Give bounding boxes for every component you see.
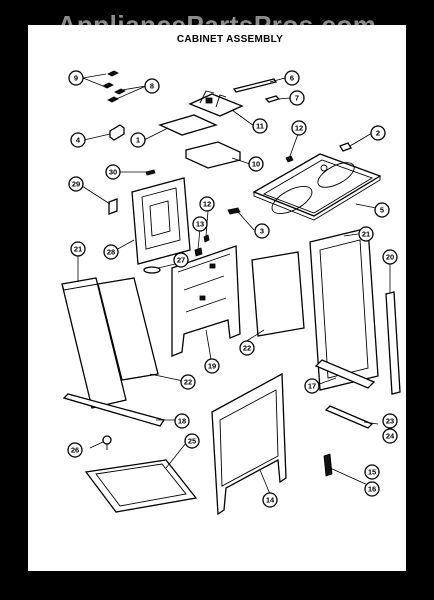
callout-label: 21	[74, 245, 82, 254]
callout-19: 19	[204, 358, 220, 374]
callout-26: 26	[67, 442, 83, 458]
part-7-pad	[264, 95, 281, 103]
callout-label: 20	[386, 253, 394, 262]
part-12-clip	[285, 155, 294, 163]
part-13-clip	[194, 247, 203, 257]
part-12-clip-lower	[203, 234, 210, 243]
callout-label: 24	[386, 432, 395, 441]
part-26-leveling-foot	[102, 435, 112, 450]
callout-label: 7	[295, 94, 299, 103]
callout-24: 24	[382, 428, 398, 444]
callout-6: 6	[284, 70, 300, 86]
callout-17: 17	[304, 378, 320, 394]
callout-23: 23	[382, 413, 398, 429]
callout-label: 26	[71, 446, 79, 455]
callout-label: 1	[136, 136, 140, 145]
part-28-frame	[131, 177, 191, 265]
callout-label: 3	[260, 227, 264, 236]
part-11-hinge	[188, 90, 244, 117]
callout-label: 9	[74, 74, 78, 83]
part-30-screw	[145, 169, 156, 176]
part-1-plate	[158, 114, 218, 136]
callout-label: 25	[188, 437, 196, 446]
part-10-bracket	[185, 141, 241, 169]
callout-22-right: 22	[239, 340, 255, 356]
callout-label: 2	[376, 129, 380, 138]
callout-29: 29	[68, 176, 84, 192]
callout-13: 13	[192, 216, 208, 232]
part-21-right-side-panel	[309, 227, 379, 391]
callout-label: 10	[252, 160, 260, 169]
callout-label: 28	[107, 248, 115, 257]
callout-label: 23	[386, 417, 394, 426]
leader-lines	[77, 73, 391, 495]
callout-2: 2	[370, 125, 386, 141]
callout-9: 9	[68, 70, 84, 86]
part-3-clip	[227, 207, 241, 215]
callout-15: 15	[364, 464, 380, 480]
callout-14: 14	[262, 492, 278, 508]
part-29-bracket	[108, 198, 118, 215]
callout-label: 17	[308, 382, 316, 391]
callout-25: 25	[184, 433, 200, 449]
part-25-drawer-pan	[84, 459, 198, 513]
part-21-left-side-panel	[61, 277, 127, 409]
callout-label: 15	[368, 468, 376, 477]
part-19-back-panel	[171, 245, 241, 357]
part-15-16-hinge	[323, 453, 333, 477]
callout-5: 5	[374, 202, 390, 218]
callout-27: 27	[173, 252, 189, 268]
callout-11: 11	[252, 118, 268, 134]
part-2-clip	[339, 142, 352, 152]
callout-label: 8	[150, 82, 154, 91]
callout-label: 27	[177, 256, 185, 265]
part-23-24-rail	[324, 405, 374, 429]
part-8-9-clips	[102, 70, 126, 103]
part-20-trim-strip	[385, 291, 401, 395]
callout-label: 11	[256, 122, 264, 131]
part-4-bracket	[109, 124, 125, 141]
callout-8: 8	[144, 78, 160, 94]
callout-label: 6	[290, 74, 294, 83]
part-27-grommet	[143, 266, 161, 274]
callout-18: 18	[174, 413, 190, 429]
callout-1: 1	[130, 132, 146, 148]
part-5-cooktop-tray	[252, 153, 382, 221]
callout-21-left: 21	[70, 241, 86, 257]
callout-3: 3	[254, 223, 270, 239]
callout-16: 16	[364, 481, 380, 497]
watermark: AppliancePartsPros.com	[57, 10, 377, 40]
callout-4: 4	[70, 132, 86, 148]
callout-12-lower: 12	[199, 196, 215, 212]
callout-30: 30	[105, 164, 121, 180]
callout-label: 30	[109, 168, 117, 177]
diagram-title: CABINET ASSEMBLY	[177, 34, 283, 45]
callout-7: 7	[289, 90, 305, 106]
callout-label: 13	[196, 220, 204, 229]
callout-label: 29	[72, 180, 80, 189]
part-22-left-insulation	[97, 277, 159, 381]
callout-label: 22	[243, 344, 251, 353]
callout-label: 14	[266, 496, 275, 505]
callout-label: 4	[76, 136, 81, 145]
callout-label: 16	[368, 485, 376, 494]
callout-20: 20	[382, 249, 398, 265]
callout-label: 12	[295, 124, 303, 133]
part-22-right-insulation	[251, 251, 305, 337]
callout-label: 19	[208, 362, 216, 371]
callout-label: 22	[184, 378, 192, 387]
part-6-rod	[232, 78, 278, 93]
callout-22-left: 22	[180, 374, 196, 390]
part-17-bottom-rail	[314, 359, 376, 389]
callout-28: 28	[103, 244, 119, 260]
callout-10: 10	[248, 156, 264, 172]
part-14-front-frame	[211, 372, 287, 516]
callout-label: 18	[178, 417, 186, 426]
callout-21-right: 21	[358, 226, 374, 242]
callout-12: 12	[291, 120, 307, 136]
callout-label: 5	[380, 206, 384, 215]
callout-label: 21	[362, 230, 370, 239]
callout-label: 12	[203, 200, 211, 209]
